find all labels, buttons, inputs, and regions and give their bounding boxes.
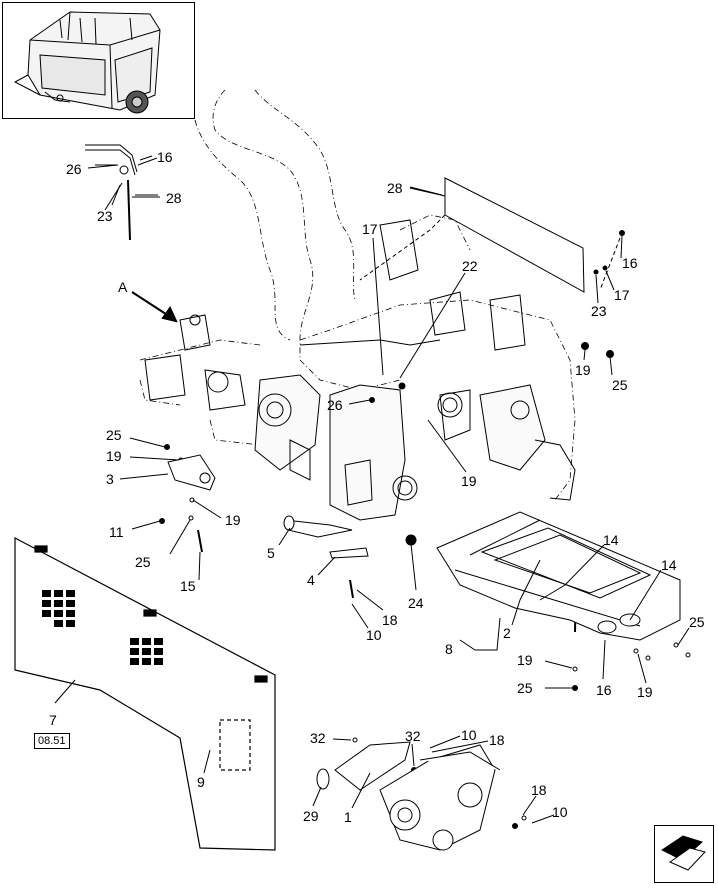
callout-15: 15 xyxy=(180,578,196,594)
callout-29: 29 xyxy=(303,808,319,824)
callout-5: 5 xyxy=(267,545,275,561)
callout-8: 8 xyxy=(445,641,453,657)
vent-grille-left xyxy=(42,590,75,627)
callout-16-right: 16 xyxy=(622,255,638,271)
callout-19-floor: 19 xyxy=(517,652,533,668)
central-chassis xyxy=(144,219,576,521)
callout-23-top-bracket: 23 xyxy=(97,208,113,224)
callout-18-bottom: 18 xyxy=(531,782,547,798)
navigation-icon xyxy=(661,835,706,871)
callout-32-right: 32 xyxy=(405,728,421,744)
callout-19-left: 19 xyxy=(106,448,122,464)
callout-view-a: A xyxy=(118,279,128,295)
part-8-floor-panel xyxy=(436,511,681,641)
callout-24: 24 xyxy=(408,595,424,611)
callout-26-center: 26 xyxy=(327,397,343,413)
inset-baler-illustration xyxy=(13,11,161,114)
callout-9: 9 xyxy=(197,774,205,790)
callout-23-right: 23 xyxy=(591,303,607,319)
callout-14-right: 14 xyxy=(661,557,677,573)
callout-25-far-right: 25 xyxy=(689,614,705,630)
callout-25-left: 25 xyxy=(106,427,122,443)
next-page-navigation-button[interactable] xyxy=(654,825,714,883)
vent-grille-right xyxy=(130,638,163,665)
callout-16-top-bracket: 16 xyxy=(157,149,173,165)
callout-4: 4 xyxy=(307,572,315,588)
callout-22: 22 xyxy=(462,258,478,274)
callout-1: 1 xyxy=(344,809,352,825)
callout-28-panel: 28 xyxy=(387,180,403,196)
callout-10-center: 10 xyxy=(366,627,382,643)
callout-17-center: 17 xyxy=(362,221,378,237)
callout-2: 2 xyxy=(503,625,511,641)
callout-32-left: 32 xyxy=(310,730,326,746)
callout-16-floor: 16 xyxy=(596,682,612,698)
callout-19-center: 19 xyxy=(461,473,477,489)
callout-19-guard: 19 xyxy=(225,512,241,528)
callout-26-top-bracket: 26 xyxy=(66,161,82,177)
callout-17-right: 17 xyxy=(614,287,630,303)
part-7-side-panel xyxy=(14,537,276,851)
part-3-guard xyxy=(167,454,216,491)
callout-25-guard: 25 xyxy=(135,554,151,570)
callout-3: 3 xyxy=(106,471,114,487)
part-5-shield xyxy=(283,515,353,538)
callout-11: 11 xyxy=(109,524,124,540)
reference-box-7: 08.51 xyxy=(34,733,70,750)
callout-28-top-bracket: 28 xyxy=(166,190,182,206)
callout-19-far-right: 19 xyxy=(637,684,653,700)
callout-18-bottom-upper: 18 xyxy=(489,732,505,748)
callout-14-left: 14 xyxy=(603,532,619,548)
callout-10-bottom-upper: 10 xyxy=(461,727,477,743)
callout-18-center: 18 xyxy=(382,612,398,628)
bottom-drive-assembly xyxy=(316,741,501,851)
callout-7: 7 xyxy=(49,712,57,728)
callout-10-bottom: 10 xyxy=(552,804,568,820)
machine-overview-inset xyxy=(2,2,195,119)
part-4-strip xyxy=(329,547,369,559)
callout-25-floor: 25 xyxy=(517,680,533,696)
callout-25-right-upper: 25 xyxy=(612,377,628,393)
view-arrow-a xyxy=(131,291,178,323)
part-28-bracket-small xyxy=(85,144,158,241)
callout-19-right-upper: 19 xyxy=(575,362,591,378)
leader-lines xyxy=(54,157,690,824)
